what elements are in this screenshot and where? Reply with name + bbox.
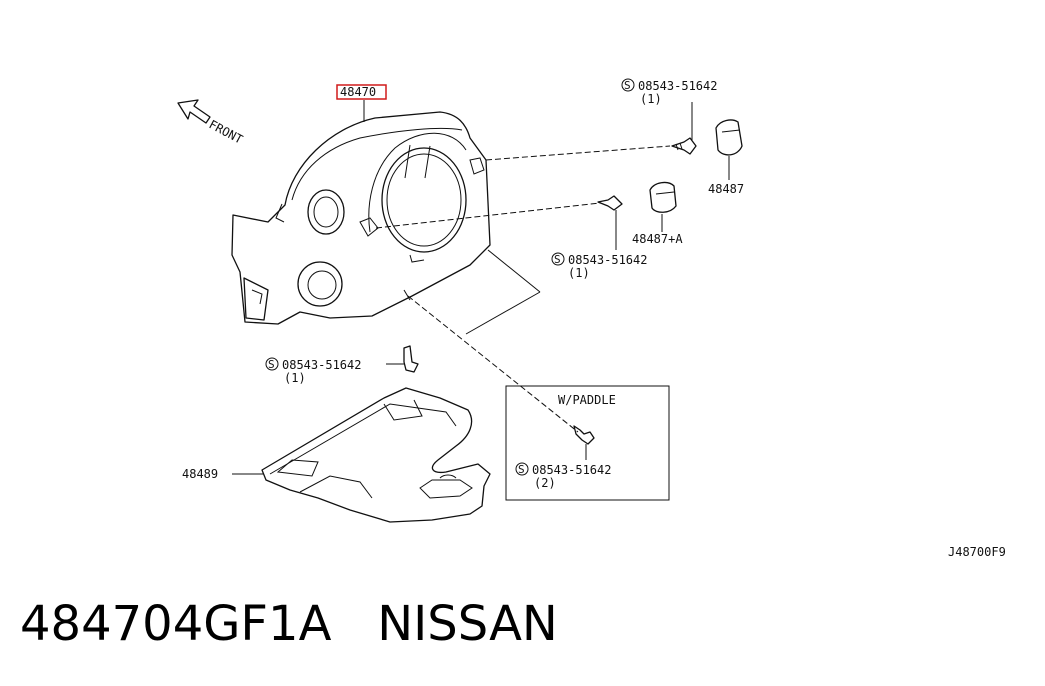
screw-icon [671, 137, 697, 155]
diagram-code: J48700F9 [948, 545, 1006, 559]
part-label-48487a: 48487+A [632, 232, 683, 246]
screw-spec-top: S 08543-51642 (1) [621, 78, 717, 106]
screw-qty-top: (1) [640, 92, 662, 106]
screw-icon-paddle [573, 425, 595, 445]
guide-line-a [487, 249, 541, 293]
screw-qty-paddle: (2) [534, 476, 556, 490]
s-symbol: S [624, 79, 631, 92]
screw-spec-lower: S 08543-51642 (1) [265, 357, 361, 385]
s-symbol: S [554, 253, 561, 266]
clip-icon-48487a [649, 181, 677, 213]
screw-spec-paddle: S 08543-51642 (2) [515, 462, 611, 490]
screw-spec-mid: S 08543-51642 (1) [551, 252, 647, 280]
caption-brand: NISSAN [377, 596, 558, 652]
screw-qty-lower: (1) [284, 371, 306, 385]
front-label: FRONT [207, 117, 245, 146]
screw-label-paddle: 08543-51642 [532, 463, 611, 477]
caption-part-number: 484704GF1A [20, 596, 332, 652]
screw-label-mid: 08543-51642 [568, 253, 647, 267]
dash-line-3 [407, 295, 579, 433]
screw-icon-lower [403, 345, 419, 373]
column-cover-upper [231, 111, 491, 325]
guide-line-b [465, 291, 541, 335]
front-arrow-icon [177, 99, 211, 124]
part-label-48489: 48489 [182, 467, 218, 481]
screw-qty-mid: (1) [568, 266, 590, 280]
paddle-inset-box [505, 385, 670, 501]
s-symbol: S [268, 358, 275, 371]
screw-label-lower: 08543-51642 [282, 358, 361, 372]
screw-label-top: 08543-51642 [638, 79, 717, 93]
s-symbol: S [518, 463, 525, 476]
paddle-label: W/PADDLE [558, 393, 616, 407]
screw-icon-mid [597, 195, 623, 211]
part-label-48487: 48487 [708, 182, 744, 196]
column-cover-lower [261, 387, 491, 523]
clip-icon-48487 [715, 119, 743, 156]
highlight-box [336, 84, 387, 100]
caption: 484704GF1A NISSAN [20, 596, 558, 652]
dash-line-1 [485, 145, 671, 161]
dash-line-2 [375, 202, 601, 229]
part-label-48470: 48470 [340, 85, 376, 99]
